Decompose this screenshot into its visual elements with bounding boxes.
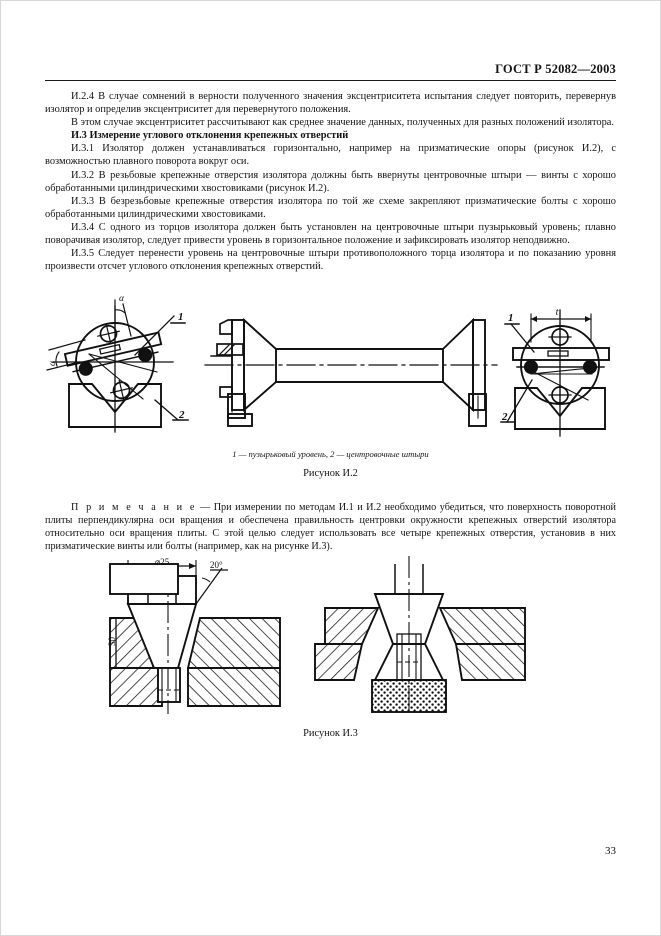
page-number: 33 <box>605 845 616 857</box>
figure-i2-callout-1-left: 1 <box>178 311 184 323</box>
paragraph-i-2-4: И.2.4 В случае сомнений в верности получ… <box>45 91 616 116</box>
figure-i2-left-view <box>46 299 189 433</box>
note-block: П р и м е ч а н и е — При измерении по м… <box>45 501 616 553</box>
body-text: И.2.4 В случае сомнений в верности получ… <box>45 90 616 273</box>
figure-i3-right-assembly <box>109 556 526 714</box>
figure-i3-angle-label: 20° <box>210 560 223 570</box>
paragraph-i-2-4b: В этом случае эксцентрисите­т рассчитыва… <box>71 117 615 129</box>
paragraph-i-3-3: И.3.3 В безрезьбовые крепежные отверстия… <box>45 195 616 220</box>
paragraph-i-3-5: И.3.5 Следует перенести уровень на центр… <box>45 248 616 273</box>
header-rule <box>45 80 616 81</box>
figure-i2-center-view <box>204 317 498 427</box>
note-dash: — <box>199 502 211 513</box>
figure-i2-legend-text: 1 — пузырьковый уровень, 2 — центровочны… <box>232 449 429 459</box>
figure-i2-callout-2-right: 2 <box>501 411 508 423</box>
note-text: При измерении по методам И.1 и И.2 необх… <box>45 502 617 553</box>
figure-i2-caption: Рисунок И.2 <box>303 468 358 479</box>
paragraph-i-3-1: И.3.1 Изолятор должен устанавливаться го… <box>45 143 616 168</box>
note-label: П р и м е ч а н и е <box>71 502 197 513</box>
figure-i2-angle-label-top: α <box>119 294 125 304</box>
figure-i2-legend: 1 — пузырьковый уровень, 2 — центровочны… <box>45 449 616 459</box>
figure-i2-callout-2-left: 2 <box>178 409 185 421</box>
figure-i2-callout-1-right: 1 <box>508 312 514 324</box>
figure-i2-dimension-t: t <box>556 307 559 318</box>
figure-i3-height-label: 30 <box>107 637 117 647</box>
figure-i3-drawing: ⌀25 20° 30 <box>107 556 530 716</box>
figure-i3-caption: Рисунок И.3 <box>303 728 358 739</box>
heading-i-3: И.3 Измерение углового отклонения крепеж… <box>71 130 349 142</box>
figure-i2-angle-label-left: α <box>48 360 58 366</box>
page-header: ГОСТ Р 52082—2003 <box>495 62 616 76</box>
figure-i2-right-view <box>500 309 610 437</box>
figure-i2-drawing: 1 2 1 2 α α t <box>45 292 616 444</box>
paragraph-i-3-4: И.3.4 С одного из торцов изолятора долже… <box>45 221 616 247</box>
paragraph-i-3-2: И.3.2 В резьбовые крепежные отверстия из… <box>45 169 616 194</box>
figure-i3-diameter-label: ⌀25 <box>155 557 170 567</box>
